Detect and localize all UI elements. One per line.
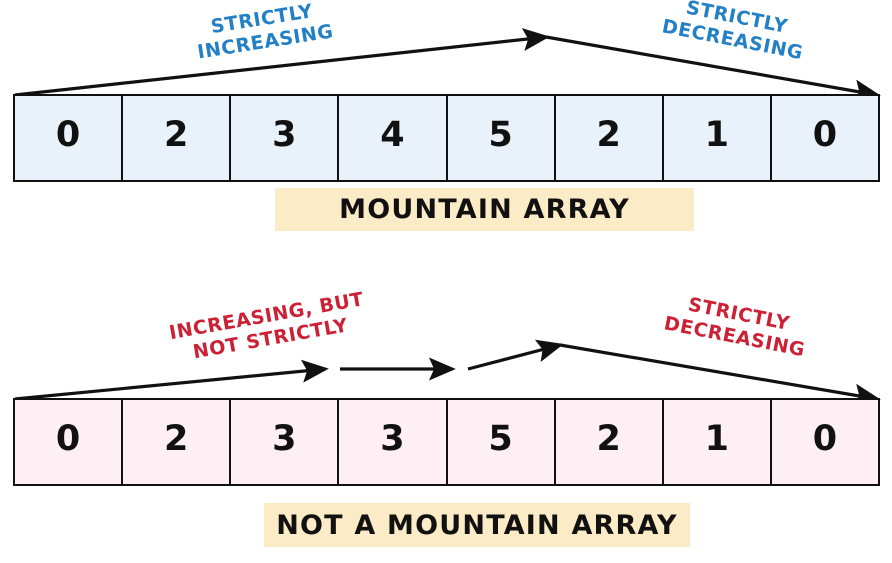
top-array: 0 2 3 4 5 2 1 0: [13, 94, 880, 182]
array-cell: 0: [15, 96, 124, 180]
array-cell: 2: [123, 96, 232, 180]
annotation-strictly-increasing: STRICTLY INCREASING: [192, 0, 335, 64]
bottom-array: 0 2 3 3 5 2 1 0: [13, 398, 880, 486]
annotation-increasing-not-strictly: INCREASING, BUT NOT STRICTLY: [168, 288, 370, 368]
array-cell: 2: [123, 400, 232, 484]
array-cell: 3: [231, 400, 340, 484]
array-cell: 1: [664, 400, 772, 484]
banner-label: MOUNTAIN ARRAY: [339, 194, 630, 225]
array-cell: 5: [448, 400, 556, 484]
not-a-mountain-array-banner: NOT A MOUNTAIN ARRAY: [264, 503, 690, 547]
array-cell: 3: [339, 400, 448, 484]
array-cell: 0: [812, 419, 838, 459]
banner-label: NOT A MOUNTAIN ARRAY: [276, 509, 678, 541]
annotation-strictly-decreasing-red: STRICTLY DECREASING: [662, 290, 811, 362]
annotation-strictly-decreasing: STRICTLY DECREASING: [660, 0, 809, 65]
array-cell: 2: [556, 96, 664, 180]
array-cell: 0: [15, 400, 124, 484]
mountain-array-banner: MOUNTAIN ARRAY: [275, 188, 694, 231]
bottom-decreasing-arrow: [559, 343, 881, 407]
array-cell: 1: [664, 96, 772, 180]
array-cell: 2: [556, 400, 664, 484]
array-cell: 4: [339, 96, 448, 180]
array-cell: 3: [231, 96, 340, 180]
bottom-increasing-arrow: [14, 359, 329, 401]
array-cell: 0: [812, 115, 838, 155]
bottom-peak-arrow: [467, 339, 564, 371]
array-cell: 5: [448, 96, 556, 180]
